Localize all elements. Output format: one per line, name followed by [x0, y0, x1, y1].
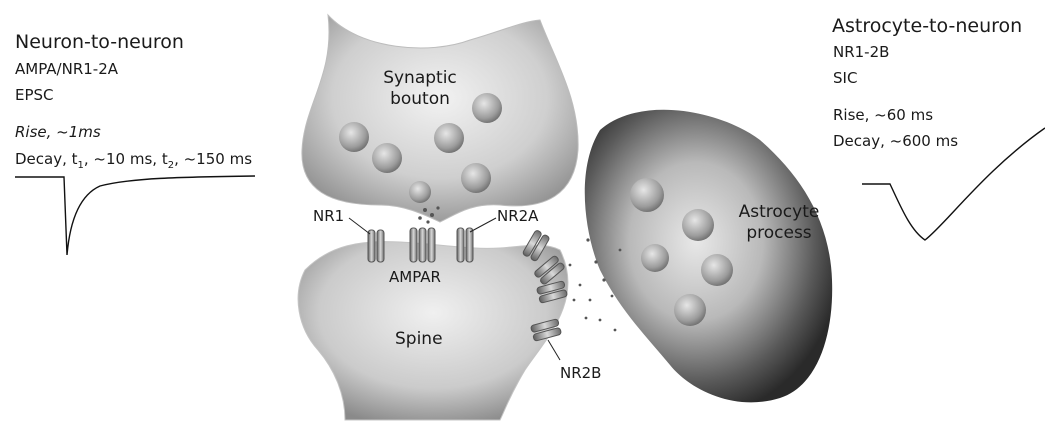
- astro-label-line2: process: [724, 223, 834, 244]
- epsc-trace: [15, 176, 255, 255]
- astro-label-line1: Astrocyte: [724, 202, 834, 223]
- vesicle: [339, 122, 369, 152]
- vesicle: [641, 244, 669, 272]
- right-panel-title: Astrocyte-to-neuron: [832, 17, 1022, 36]
- vesicle: [674, 294, 706, 326]
- right-panel-decay: Decay, ~600 ms: [833, 134, 958, 149]
- synaptic-bouton-label: Synaptic bouton: [365, 68, 475, 111]
- right-panel-rise: Rise, ~60 ms: [833, 108, 933, 123]
- nr2a-leader: [470, 218, 496, 232]
- decay-mid: , ~10 ms, t: [84, 150, 168, 168]
- vesicle: [409, 181, 431, 203]
- rise-label: Rise, ~1ms: [15, 123, 101, 141]
- vesicle: [434, 123, 464, 153]
- left-panel-current: EPSC: [15, 88, 54, 103]
- vesicle: [630, 178, 664, 212]
- left-panel-rise: Rise, ~1ms: [15, 125, 101, 140]
- left-panel-receptors: AMPA/NR1-2A: [15, 62, 118, 77]
- ampar-label: AMPAR: [389, 270, 441, 285]
- vesicle: [472, 93, 502, 123]
- left-panel-title: Neuron-to-neuron: [15, 33, 184, 52]
- synaptic-bouton-shape: [302, 15, 578, 222]
- spine-label: Spine: [395, 329, 443, 350]
- astrocyte-process-label: Astrocyte process: [724, 202, 834, 245]
- left-panel-decay: Decay, t1, ~10 ms, t2, ~150 ms: [15, 152, 252, 171]
- right-panel-current: SIC: [833, 71, 857, 86]
- vesicle: [372, 143, 402, 173]
- vesicle: [701, 254, 733, 286]
- nr1-label: NR1: [313, 209, 344, 224]
- nr1-leader: [349, 218, 370, 234]
- bouton-label-line1: Synaptic: [365, 68, 475, 89]
- vesicle: [461, 163, 491, 193]
- nr2b-label: NR2B: [560, 366, 601, 381]
- bouton-label-line2: bouton: [365, 89, 475, 110]
- nr2a-label: NR2A: [497, 209, 538, 224]
- vesicle: [682, 209, 714, 241]
- decay-prefix: Decay, t: [15, 150, 78, 168]
- right-panel-receptors: NR1-2B: [833, 45, 889, 60]
- nr2b-leader: [548, 340, 560, 360]
- synaptic-receptors: [368, 228, 473, 262]
- astrocyte-process-shape: [585, 110, 832, 403]
- decay-suffix: , ~150 ms: [174, 150, 252, 168]
